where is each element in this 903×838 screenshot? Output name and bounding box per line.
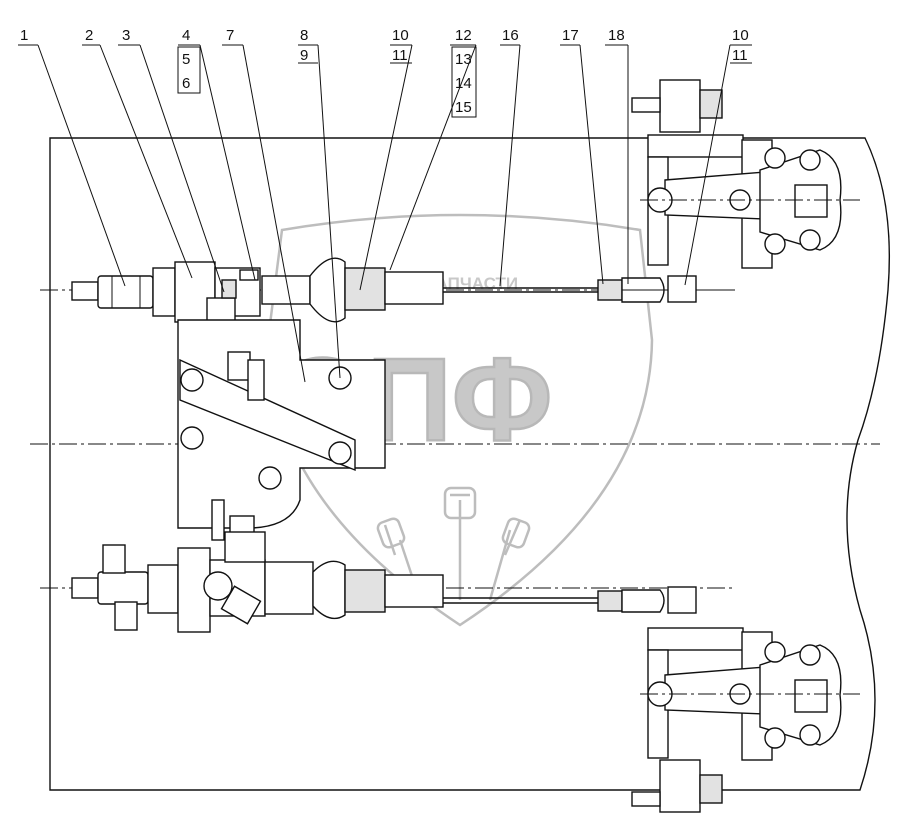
bolt-icon — [328, 441, 352, 465]
bolt-icon — [180, 368, 204, 392]
callout-15: 15 — [455, 99, 472, 116]
callout-1: 1 — [20, 27, 28, 44]
callout-18: 18 — [608, 27, 625, 44]
callout-8: 8 — [300, 27, 308, 44]
upper-brake-caliper — [631, 79, 860, 269]
callout-box-5-6 — [177, 46, 201, 94]
callout-11-right: 11 — [732, 47, 748, 64]
callout-3: 3 — [122, 27, 130, 44]
mounting-bracket — [177, 319, 386, 541]
callout-14: 14 — [455, 75, 472, 92]
callout-box-13-15 — [451, 46, 477, 118]
bolt-icon — [258, 466, 282, 490]
bolt-icon — [764, 727, 786, 749]
bolt-icon — [799, 724, 821, 746]
callout-10: 10 — [392, 27, 409, 44]
bolt-icon — [799, 229, 821, 251]
bolt-icon — [764, 147, 786, 169]
callouts: 1 2 3 4 5 6 7 8 9 10 11 12 13 14 15 16 1… — [20, 27, 749, 116]
callout-7: 7 — [226, 27, 234, 44]
callout-2: 2 — [85, 27, 93, 44]
callout-9: 9 — [300, 47, 308, 64]
bolt-icon — [180, 426, 204, 450]
gland-nut-icon — [203, 571, 233, 601]
callout-12: 12 — [455, 27, 472, 44]
bolt-icon — [764, 641, 786, 663]
watermark-shield — [266, 213, 654, 627]
callout-16: 16 — [502, 27, 519, 44]
lower-brake-caliper — [631, 627, 860, 813]
callout-5: 5 — [182, 51, 190, 68]
bolt-icon — [764, 233, 786, 255]
bolt-icon — [799, 644, 821, 666]
callout-10-right: 10 — [732, 27, 749, 44]
watermark-wheat-icon — [376, 486, 531, 601]
callout-11: 11 — [392, 47, 408, 64]
callout-6: 6 — [182, 75, 190, 92]
callout-17: 17 — [562, 27, 579, 44]
leader-lines — [18, 44, 752, 383]
callout-4: 4 — [182, 27, 190, 44]
bolt-icon — [799, 149, 821, 171]
lower-valve-assembly — [40, 531, 735, 633]
frame-outline — [49, 137, 890, 791]
callout-13: 13 — [455, 51, 472, 68]
